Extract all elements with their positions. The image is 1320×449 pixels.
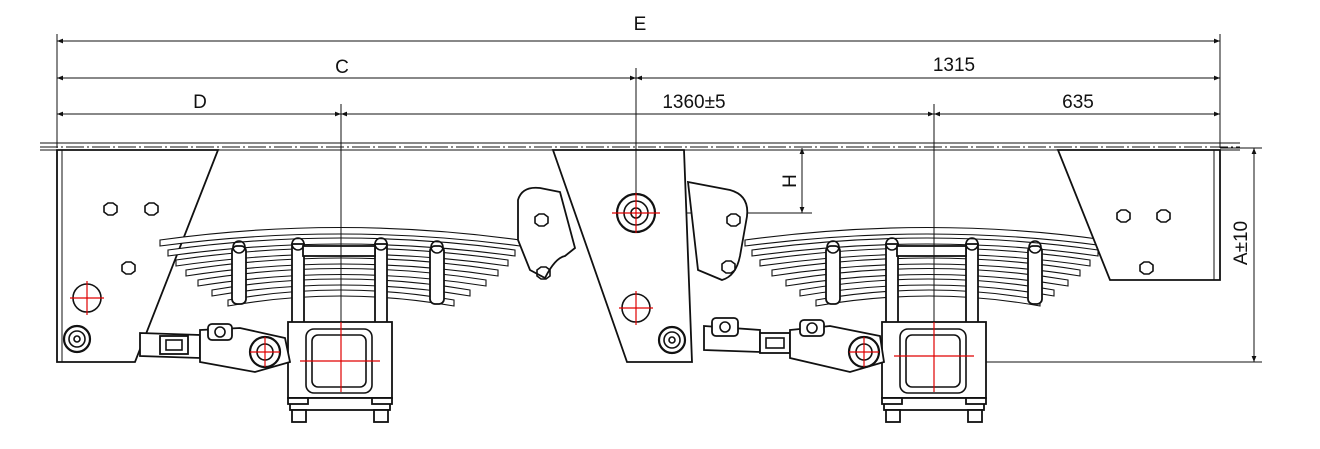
- extension-lines: [56, 34, 1262, 363]
- front-hanger: [56, 149, 220, 363]
- dimension-A: A±10: [1231, 148, 1257, 362]
- center-hanger: [517, 149, 749, 363]
- dimension-C: C: [57, 57, 636, 81]
- dim-label-E: E: [634, 14, 647, 35]
- dim-label-axle-spacing: 1360±5: [662, 92, 725, 113]
- dimension-635: 635: [934, 92, 1220, 117]
- dimension-1315: 1315: [636, 55, 1220, 81]
- dim-label-1315: 1315: [933, 55, 975, 76]
- front-leaf-spring: [159, 226, 521, 307]
- dim-label-635: 635: [1062, 92, 1094, 113]
- frame-rail: [40, 142, 1240, 151]
- dim-label-A: A±10: [1231, 221, 1252, 265]
- dim-label-C: C: [335, 57, 349, 78]
- front-torque-arm: [139, 323, 292, 373]
- dimension-D: D: [57, 92, 341, 117]
- dimension-axle-spacing: 1360±5: [341, 92, 934, 117]
- rear-leaf-spring: [744, 226, 1106, 307]
- front-axle-seat: [287, 237, 393, 423]
- rear-hanger: [1056, 149, 1221, 281]
- dimension-E: E: [57, 14, 1220, 44]
- dim-label-H: H: [780, 174, 801, 188]
- rear-torque-arm: [703, 317, 886, 373]
- dim-label-D: D: [193, 92, 207, 113]
